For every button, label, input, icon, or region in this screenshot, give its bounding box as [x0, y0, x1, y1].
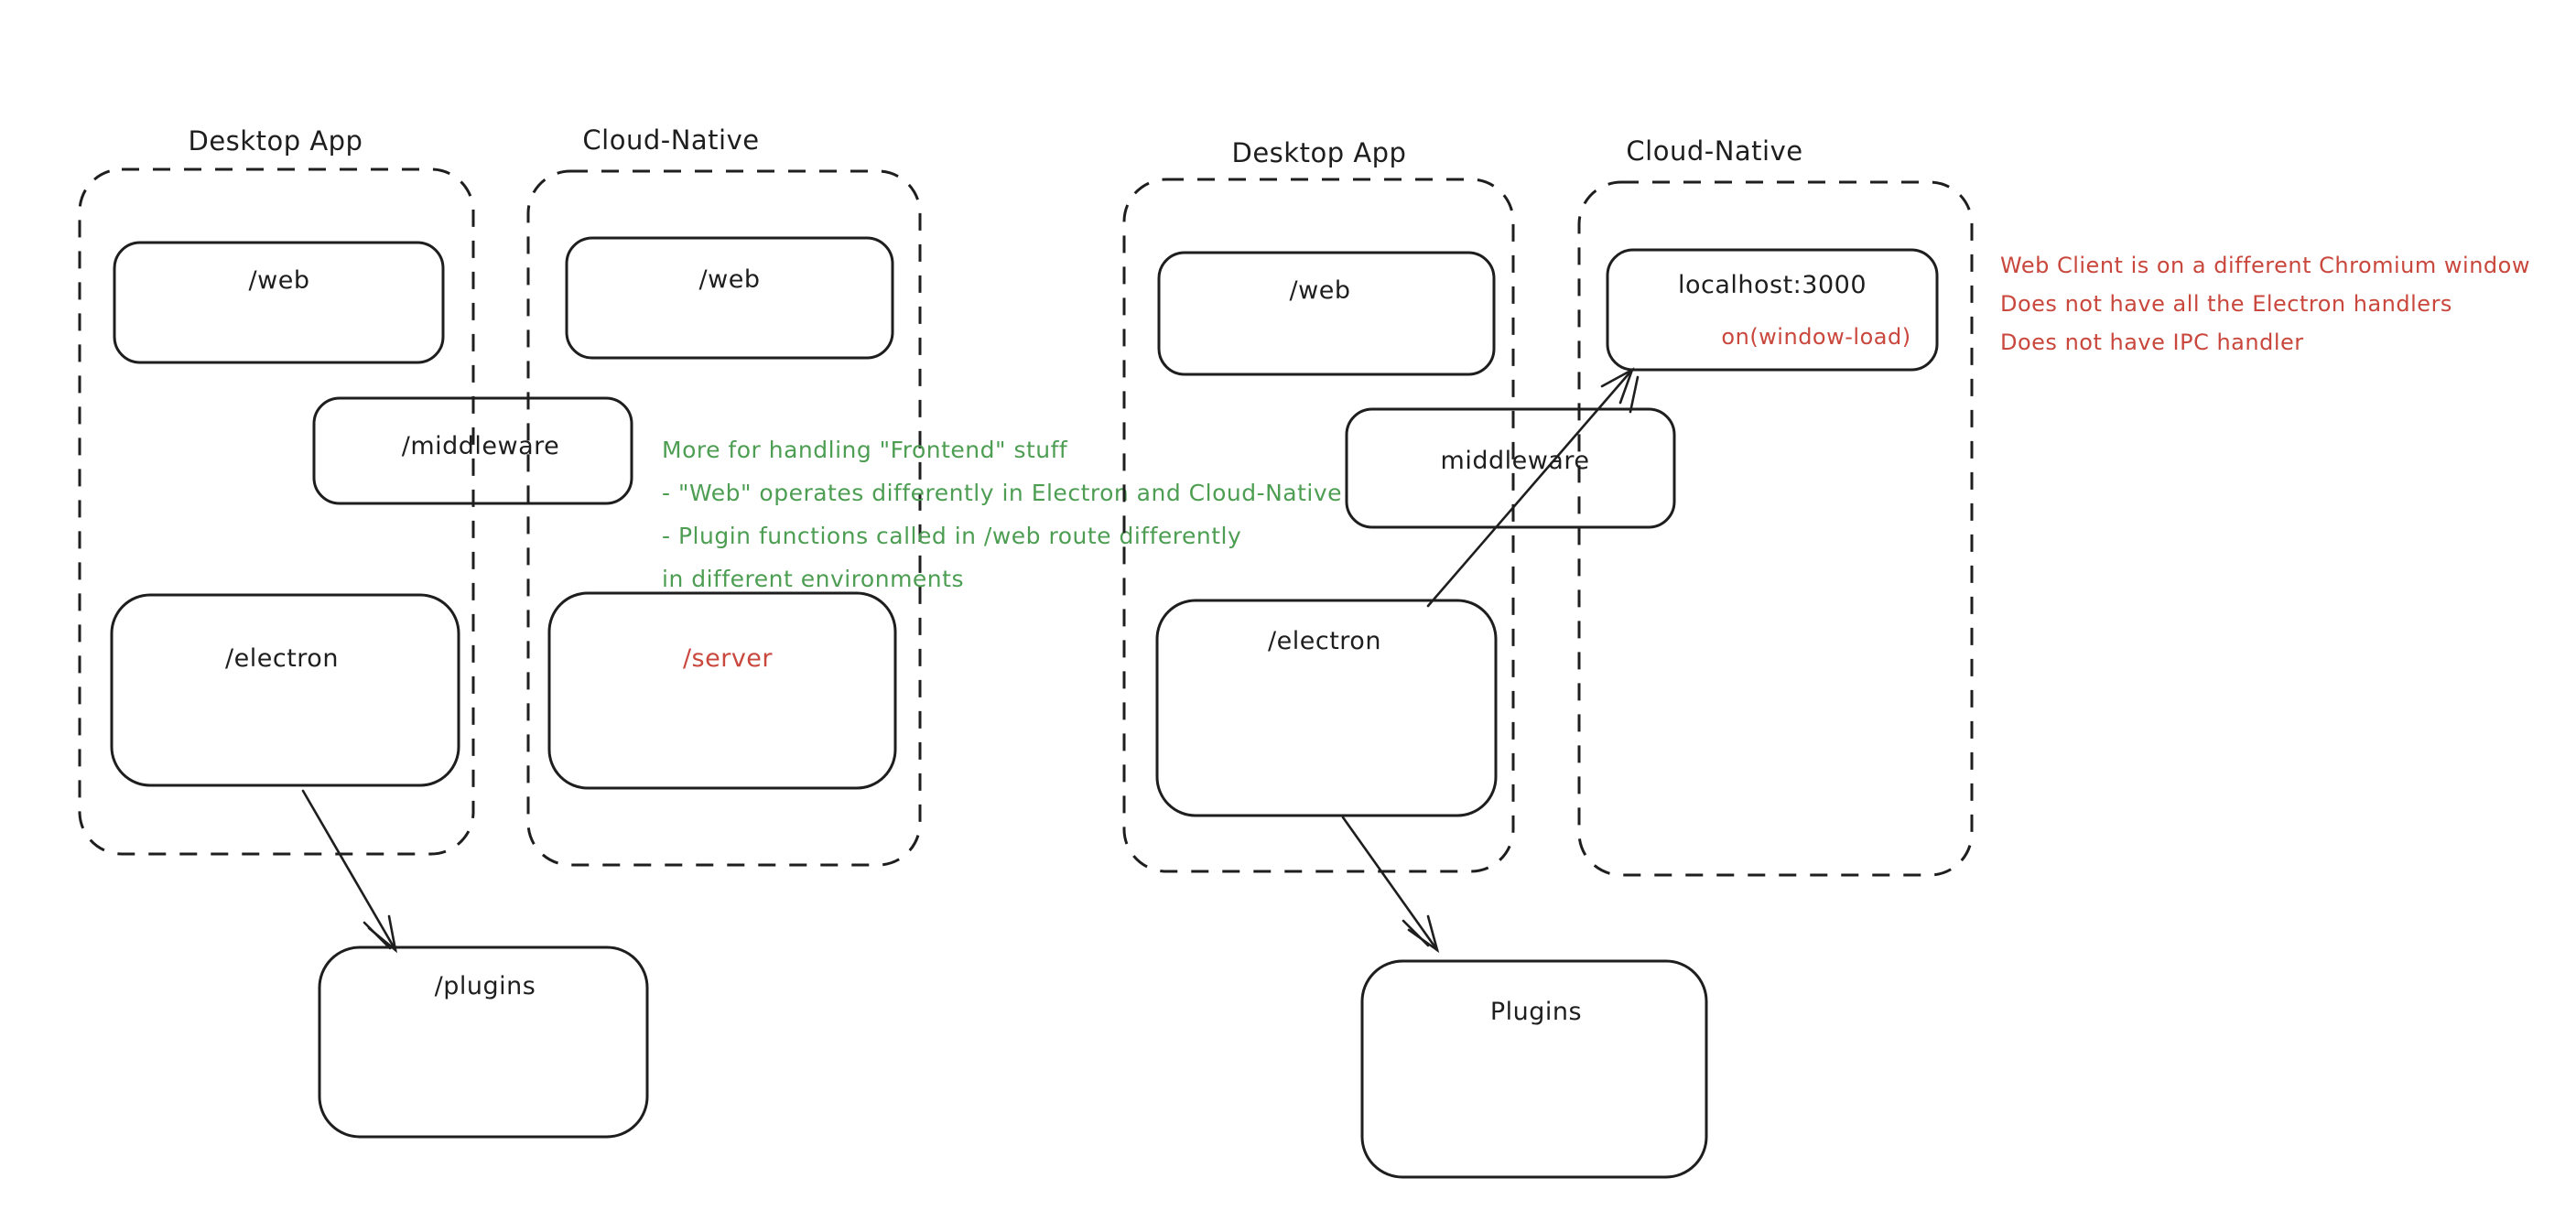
left-desktop-web-box[interactable]: [113, 241, 445, 364]
red-note-line: Web Client is on a different Chromium wi…: [2000, 253, 2530, 278]
right-electron-box[interactable]: [1155, 599, 1498, 817]
right-desktop-app-container[interactable]: [1122, 178, 1515, 873]
right-desktop-web-label: /web: [1290, 276, 1351, 305]
red-note-line: Does not have all the Electron handlers: [2000, 291, 2452, 317]
right-cloud-native-label: Cloud-Native: [1626, 135, 1802, 167]
left-server-box[interactable]: [547, 591, 897, 790]
left-desktop-web-label: /web: [249, 266, 310, 295]
left-middleware-label: /middleware: [402, 432, 560, 460]
right-onload-label: on(window-load): [1721, 324, 1910, 350]
right-desktop-web-box[interactable]: [1157, 251, 1496, 376]
right-electron-to-localhost-arrow[interactable]: [1426, 367, 1640, 608]
left-server-label: /server: [683, 644, 773, 673]
left-cloud-native-container[interactable]: [526, 169, 922, 867]
green-note-line: More for handling "Frontend" stuff: [662, 437, 1068, 463]
right-diagram: Desktop App Cloud-Native /web localhost:…: [1122, 135, 2530, 1179]
right-red-note[interactable]: Web Client is on a different Chromium wi…: [2000, 253, 2530, 355]
left-green-note[interactable]: More for handling "Frontend" stuff - "We…: [662, 437, 1342, 592]
right-plugins-label: Plugins: [1490, 998, 1582, 1026]
left-middleware-box[interactable]: [312, 396, 633, 505]
left-cloud-web-label: /web: [699, 265, 761, 294]
right-middleware-label: middleware: [1441, 447, 1590, 475]
right-localhost-label: localhost:3000: [1678, 271, 1867, 299]
left-diagram: Desktop App Cloud-Native /web /web /midd…: [78, 124, 1342, 1139]
green-note-line: - Plugin functions called in /web route …: [662, 523, 1241, 549]
right-electron-label: /electron: [1268, 627, 1381, 655]
right-desktop-app-label: Desktop App: [1232, 137, 1407, 168]
left-electron-label: /electron: [225, 644, 339, 673]
left-desktop-app-label: Desktop App: [189, 125, 363, 157]
left-electron-box[interactable]: [110, 593, 460, 787]
left-cloud-native-label: Cloud-Native: [582, 124, 759, 156]
left-cloud-web-box[interactable]: [565, 236, 894, 360]
right-plugins-box[interactable]: [1360, 959, 1708, 1179]
left-plugins-label: /plugins: [435, 972, 536, 1000]
green-note-line: - "Web" operates differently in Electron…: [662, 480, 1342, 506]
green-note-line: in different environments: [662, 566, 964, 592]
left-desktop-app-container[interactable]: [78, 168, 475, 856]
red-note-line: Does not have IPC handler: [2000, 330, 2304, 355]
right-electron-to-plugins-arrow[interactable]: [1341, 816, 1440, 954]
right-middleware-box[interactable]: [1345, 407, 1676, 529]
left-electron-to-plugins-arrow[interactable]: [301, 789, 397, 954]
right-localhost-box[interactable]: [1606, 248, 1939, 372]
left-plugins-box[interactable]: [318, 946, 649, 1139]
